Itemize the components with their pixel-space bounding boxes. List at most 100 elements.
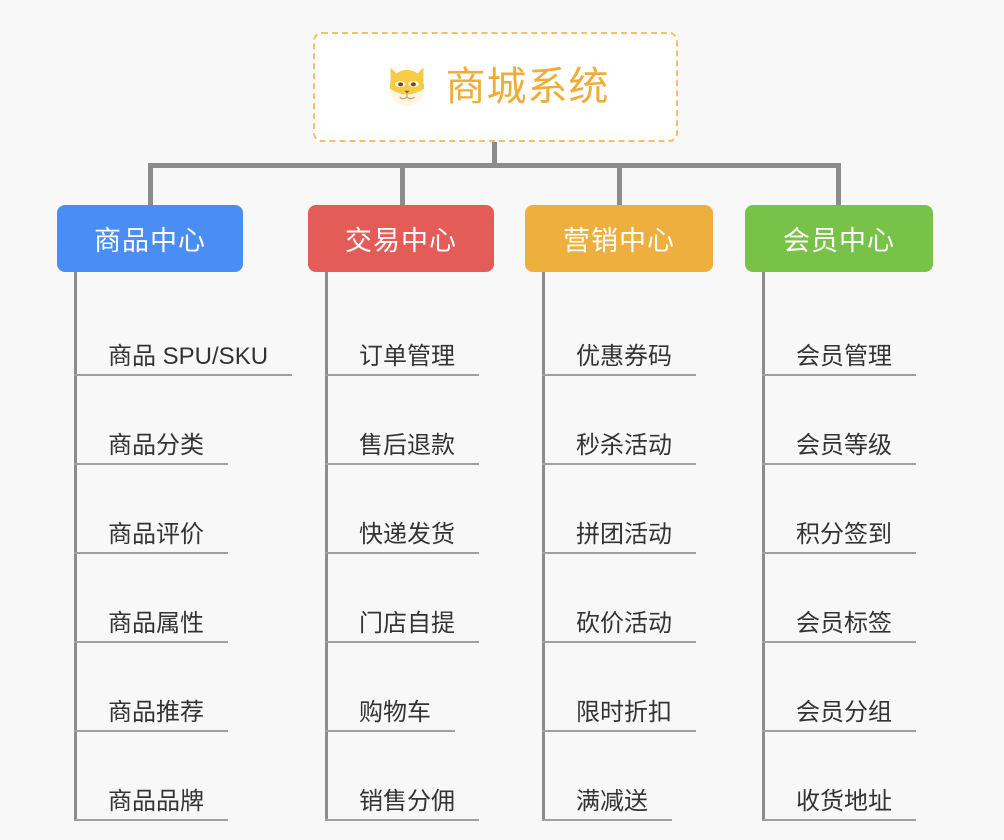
leaf-label: 商品分类 [108, 431, 204, 459]
leaf-underline [762, 463, 916, 465]
leaf-underline [762, 819, 916, 821]
branch-title: 交易中心 [345, 226, 457, 256]
leaf-label: 满减送 [576, 787, 648, 815]
list-item[interactable]: 商品推荐 [74, 643, 305, 732]
leaf-underline [325, 374, 479, 376]
list-item[interactable]: 会员管理 [762, 287, 975, 376]
list-item[interactable]: 会员等级 [762, 376, 975, 465]
leaf-underline [74, 463, 228, 465]
root-node-mall-system[interactable]: 商城系统 [313, 32, 678, 142]
leaf-underline [325, 463, 479, 465]
connector-drop-branch-1 [148, 163, 153, 205]
connector-drop-branch-3 [617, 163, 622, 205]
leaf-underline [325, 730, 455, 732]
leaf-underline [74, 641, 228, 643]
leaf-label: 秒杀活动 [576, 431, 672, 459]
list-item[interactable]: 订单管理 [325, 287, 538, 376]
leaf-underline [542, 819, 672, 821]
leaf-label: 商品 SPU/SKU [108, 342, 269, 370]
root-node-title: 商城系统 [445, 65, 610, 109]
leaf-underline [542, 641, 696, 643]
list-item[interactable]: 快递发货 [325, 465, 538, 554]
leaf-underline [542, 374, 696, 376]
list-item[interactable]: 购物车 [325, 643, 538, 732]
leaf-list-member-center: 会员管理 会员等级 积分签到 会员标签 会员分组 收货地址 [762, 272, 975, 821]
branch-header-trade-center[interactable]: 交易中心 [308, 205, 494, 272]
list-item[interactable]: 优惠券码 [542, 287, 755, 376]
leaf-underline [74, 730, 228, 732]
branch-header-product-center[interactable]: 商品中心 [57, 205, 243, 272]
leaf-label: 会员分组 [796, 698, 892, 726]
leaf-underline [762, 641, 916, 643]
leaf-label: 门店自提 [359, 609, 455, 637]
list-item[interactable]: 销售分佣 [325, 732, 538, 821]
leaf-underline [542, 552, 696, 554]
branch-title: 商品中心 [94, 226, 206, 256]
leaf-label: 销售分佣 [359, 787, 455, 815]
list-item[interactable]: 商品 SPU/SKU [74, 287, 305, 376]
branch-header-marketing-center[interactable]: 营销中心 [525, 205, 713, 272]
leaf-list-trade-center: 订单管理 售后退款 快递发货 门店自提 购物车 销售分佣 [325, 272, 538, 821]
leaf-label: 会员等级 [796, 431, 892, 459]
list-item[interactable]: 商品分类 [74, 376, 305, 465]
list-item[interactable]: 收货地址 [762, 732, 975, 821]
leaf-underline [542, 730, 696, 732]
leaf-label: 商品属性 [108, 609, 204, 637]
connector-trunk-branch-3 [542, 272, 545, 821]
branch-title: 会员中心 [783, 226, 895, 256]
list-item[interactable]: 满减送 [542, 732, 755, 821]
connector-root-stem [492, 142, 497, 166]
leaf-underline [762, 374, 916, 376]
list-item[interactable]: 商品属性 [74, 554, 305, 643]
list-item[interactable]: 砍价活动 [542, 554, 755, 643]
leaf-underline [762, 552, 916, 554]
connector-horizontal-bus [148, 163, 841, 168]
leaf-underline [74, 374, 292, 376]
leaf-underline [325, 552, 479, 554]
leaf-underline [325, 641, 479, 643]
leaf-list-marketing-center: 优惠券码 秒杀活动 拼团活动 砍价活动 限时折扣 满减送 [542, 272, 755, 821]
list-item[interactable]: 限时折扣 [542, 643, 755, 732]
leaf-label: 售后退款 [359, 431, 455, 459]
leaf-underline [762, 730, 916, 732]
connector-drop-branch-4 [836, 163, 841, 205]
connector-drop-branch-2 [400, 163, 405, 205]
leaf-label: 收货地址 [796, 787, 892, 815]
list-item[interactable]: 门店自提 [325, 554, 538, 643]
leaf-label: 商品推荐 [108, 698, 204, 726]
branch-member-center: 会员中心 会员管理 会员等级 积分签到 会员标签 会员分组 [745, 205, 975, 821]
leaf-list-product-center: 商品 SPU/SKU 商品分类 商品评价 商品属性 商品推荐 商品品牌 [74, 272, 305, 821]
leaf-label: 会员标签 [796, 609, 892, 637]
list-item[interactable]: 会员分组 [762, 643, 975, 732]
branch-product-center: 商品中心 商品 SPU/SKU 商品分类 商品评价 商品属性 商品推荐 [57, 205, 305, 821]
leaf-underline [74, 819, 228, 821]
leaf-label: 快递发货 [359, 520, 455, 548]
leaf-underline [325, 819, 479, 821]
connector-trunk-branch-4 [762, 272, 765, 821]
leaf-label: 积分签到 [796, 520, 892, 548]
list-item[interactable]: 商品评价 [74, 465, 305, 554]
branch-marketing-center: 营销中心 优惠券码 秒杀活动 拼团活动 砍价活动 限时折扣 [525, 205, 755, 821]
connector-trunk-branch-2 [325, 272, 328, 821]
leaf-label: 限时折扣 [576, 698, 672, 726]
list-item[interactable]: 拼团活动 [542, 465, 755, 554]
branch-trade-center: 交易中心 订单管理 售后退款 快递发货 门店自提 购物车 [308, 205, 538, 821]
leaf-label: 订单管理 [359, 342, 455, 370]
leaf-label: 优惠券码 [576, 342, 672, 370]
branch-title: 营销中心 [563, 226, 675, 256]
leaf-label: 商品品牌 [108, 787, 204, 815]
leaf-label: 购物车 [359, 698, 431, 726]
branch-header-member-center[interactable]: 会员中心 [745, 205, 933, 272]
shiba-dog-face-icon [389, 67, 424, 106]
list-item[interactable]: 积分签到 [762, 465, 975, 554]
leaf-label: 商品评价 [108, 520, 204, 548]
leaf-underline [542, 463, 696, 465]
leaf-label: 砍价活动 [576, 609, 672, 637]
list-item[interactable]: 秒杀活动 [542, 376, 755, 465]
list-item[interactable]: 商品品牌 [74, 732, 305, 821]
connector-trunk-branch-1 [74, 272, 77, 821]
list-item[interactable]: 售后退款 [325, 376, 538, 465]
leaf-label: 会员管理 [796, 342, 892, 370]
list-item[interactable]: 会员标签 [762, 554, 975, 643]
